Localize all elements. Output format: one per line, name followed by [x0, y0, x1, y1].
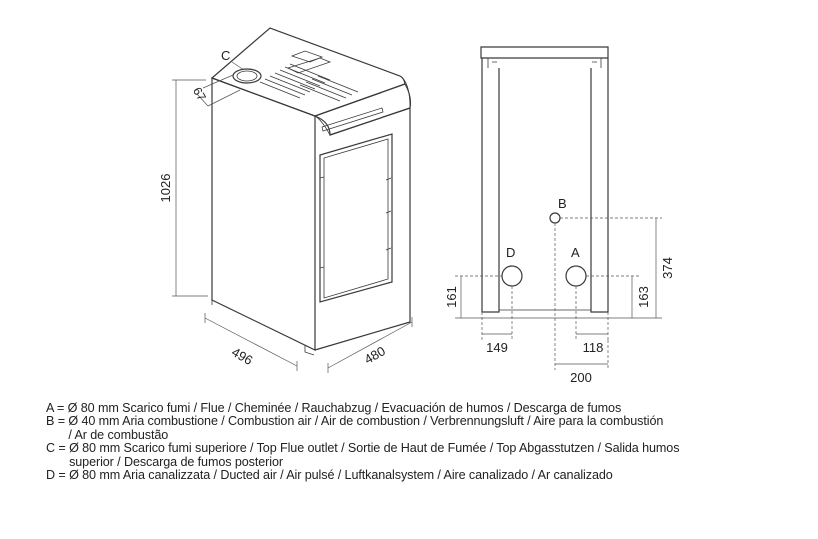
- dim-b-height-label: 374: [660, 257, 675, 279]
- dim-depth-label: 496: [229, 344, 255, 368]
- legend-text: Ø 80 mm Scarico fumi / Flue / Cheminée /…: [67, 401, 622, 415]
- legend-item-c: C = Ø 80 mm Scarico fumi superiore / Top…: [46, 441, 806, 469]
- legend-item-a: A = Ø 80 mm Scarico fumi / Flue / Chemin…: [46, 401, 806, 415]
- rear-view: D A B: [480, 46, 609, 313]
- dim-depth: 496: [204, 313, 298, 371]
- legend-key: C =: [46, 441, 70, 456]
- legend: A = Ø 80 mm Scarico fumi / Flue / Chemin…: [46, 401, 806, 483]
- dim-c-offset-label: 67: [190, 85, 209, 104]
- stove-top-slot: [321, 107, 384, 132]
- control-panel: [290, 50, 324, 63]
- dim-height: 1026: [158, 79, 208, 297]
- dim-width-label: 480: [362, 343, 388, 367]
- rear-dimensions: 374 163 161 149 118 200: [444, 217, 675, 385]
- label-a: A: [571, 245, 580, 260]
- opening-a: [565, 265, 587, 287]
- dim-b-offset-label: 200: [570, 370, 592, 385]
- rear-right-leg: [590, 58, 609, 313]
- label-b: B: [558, 196, 567, 211]
- legend-text: Ø 40 mm Aria combustione / Combustion ai…: [68, 414, 664, 429]
- opening-d: [501, 265, 523, 287]
- opening-b: [549, 212, 561, 224]
- legend-text-cont: / Ar de combustão: [68, 427, 169, 442]
- legend-key: A =: [46, 401, 68, 415]
- label-d: D: [506, 245, 515, 260]
- legend-text: Ø 80 mm Aria canalizzata / Ducted air / …: [69, 468, 613, 483]
- dim-height-label: 1026: [158, 174, 173, 203]
- stove-left-face: [211, 77, 316, 351]
- dim-d-height-label: 161: [444, 286, 459, 308]
- legend-item-b: B = Ø 40 mm Aria combustione / Combustio…: [46, 414, 806, 442]
- stove-door: [319, 133, 393, 303]
- legend-key: B =: [46, 414, 69, 429]
- dim-d-offset-label: 149: [486, 340, 508, 355]
- isometric-stove: [210, 27, 412, 356]
- flue-outlet-c: [232, 68, 262, 84]
- dim-a-offset-label: 118: [583, 340, 604, 355]
- stove-front-panel: [314, 107, 411, 351]
- legend-item-d: D = Ø 80 mm Aria canalizzata / Ducted ai…: [46, 468, 806, 483]
- label-c: C: [221, 48, 230, 63]
- dim-c-offset: 67 C: [190, 48, 245, 107]
- rear-left-leg: [481, 58, 500, 313]
- legend-text-cont: superior / Descarga de fumos posterior: [69, 454, 283, 469]
- dim-a-height-label: 163: [636, 286, 651, 308]
- legend-text: Ø 80 mm Scarico fumi superiore / Top Flu…: [69, 441, 680, 456]
- vent-slats: [259, 63, 359, 102]
- technical-drawing: 1026 67 C 496 480 D A B: [158, 27, 675, 385]
- legend-key: D =: [46, 468, 70, 483]
